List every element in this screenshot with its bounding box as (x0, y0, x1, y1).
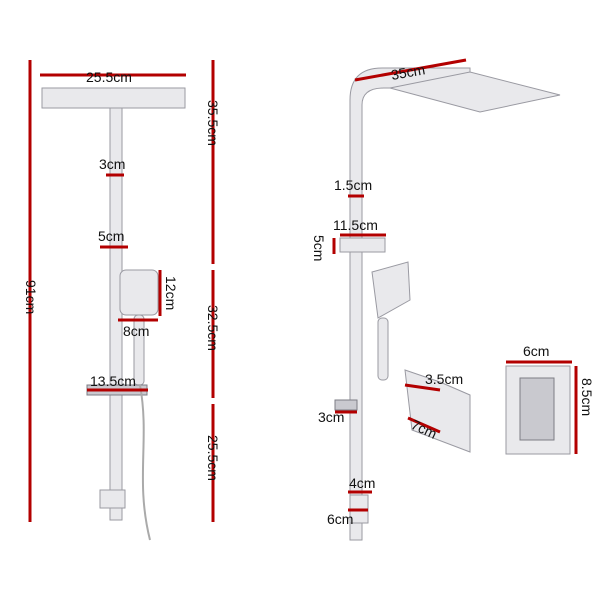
label-handset-width: 8cm (123, 323, 149, 339)
label-plate-h: 8.5cm (579, 378, 595, 416)
label-r-head-width: 35cm (390, 61, 426, 83)
left-shower-head (41, 87, 186, 109)
label-head-width: 25.5cm (86, 69, 132, 85)
right-shower-set (334, 67, 571, 541)
right-shower-head (389, 71, 561, 113)
label-arm-width: 3cm (99, 156, 125, 172)
label-r-bracket-h: 5cm (311, 235, 327, 261)
dim-line-r-mixer-width (407, 416, 441, 434)
right-labels: 35cm 1.5cm 11.5cm 5cm 3.5cm 3cm 7cm 4cm … (311, 61, 595, 527)
right-handset (371, 261, 411, 319)
dim-line-r-head (354, 58, 467, 82)
label-shelf-width: 13.5cm (90, 373, 136, 389)
right-riser-arch (349, 67, 471, 541)
label-r-fitting-h: 4cm (349, 475, 375, 491)
label-lower-height: 25.5cm (205, 435, 221, 481)
mixer-lever (519, 377, 555, 441)
label-r-fitting-w: 6cm (327, 511, 353, 527)
right-bracket (339, 237, 386, 253)
label-r-bracket-w: 11.5cm (333, 217, 378, 233)
label-total-height: 91cm (23, 280, 39, 314)
label-r-mixer-depth: 3.5cm (425, 371, 463, 387)
left-handset (119, 269, 159, 316)
left-dimension-lines (28, 60, 215, 522)
label-middle-height: 32.5cm (205, 305, 221, 351)
left-hose (139, 384, 151, 541)
label-r-pipe: 1.5cm (334, 177, 372, 193)
label-upper-height: 35.5cm (205, 100, 221, 146)
label-bracket-width: 5cm (98, 228, 124, 244)
left-wall-fitting (99, 489, 126, 509)
left-labels: 25.5cm 3cm 5cm 8cm 13.5cm 12cm 91cm 35.5… (23, 69, 221, 481)
label-r-outlet: 3cm (318, 409, 344, 425)
right-handset-handle (377, 317, 389, 381)
right-dimension-lines (332, 58, 578, 512)
label-plate-w: 6cm (523, 343, 549, 359)
right-outlet (334, 399, 358, 411)
label-handset-height: 12cm (163, 276, 179, 310)
dim-line-r-mixer-depth (404, 383, 441, 392)
